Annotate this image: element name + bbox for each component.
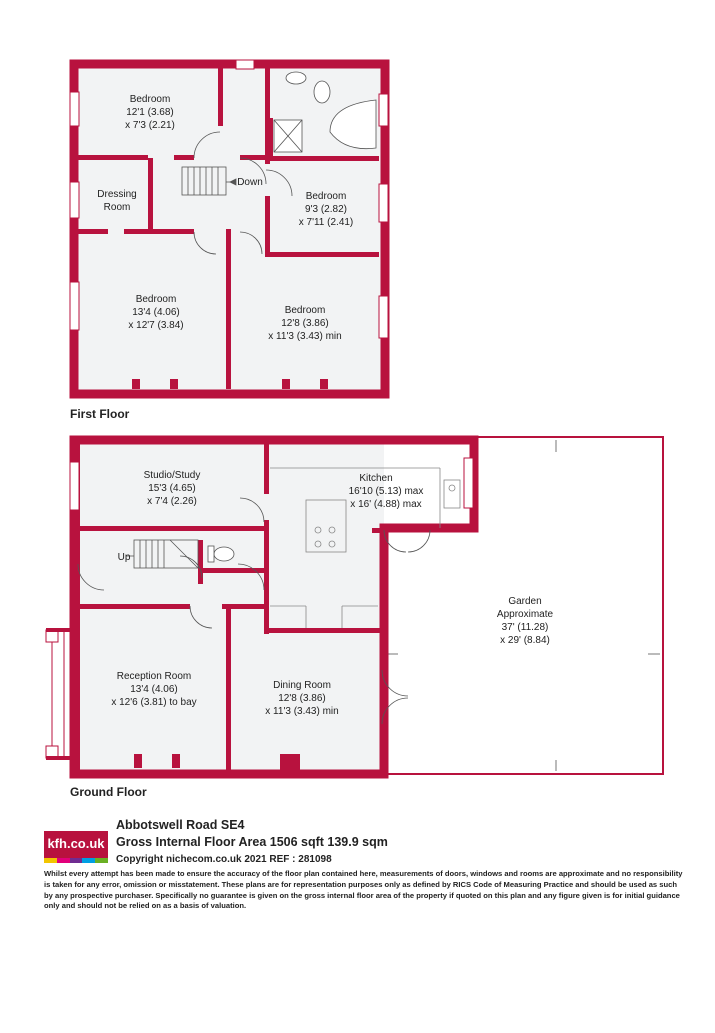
bedroom-3-dim-2: x 12'7 (3.84) <box>128 320 183 331</box>
ground-floor-doors <box>77 497 431 725</box>
ground-floor-label: Ground Floor <box>70 785 147 799</box>
bay-window-walls <box>46 628 78 760</box>
first-floor-plan: Bedroom 12'1 (3.68) x 7'3 (2.21) Dressin… <box>69 59 390 421</box>
stairs-up-label: Up <box>118 552 131 563</box>
gross-internal-floor-area: Gross Internal Floor Area 1506 sqft 139.… <box>116 835 388 849</box>
studio-study-name: Studio/Study <box>144 470 201 481</box>
garden-dim-2: x 29' (8.84) <box>500 635 550 646</box>
studio-study-dim-1: 15'3 (4.65) <box>148 483 196 494</box>
bedroom-1-dim-2: x 7'3 (2.21) <box>125 120 175 131</box>
garden-name: Garden <box>508 596 541 607</box>
garden-dim-1: 37' (11.28) <box>502 622 549 633</box>
kitchen-fixtures <box>270 467 461 628</box>
first-floor-doors <box>193 131 293 255</box>
wc-fixture <box>207 545 235 563</box>
bedroom-1-dim-1: 12'1 (3.68) <box>126 107 174 118</box>
first-floor-windows <box>69 59 389 339</box>
first-floor-stairs <box>181 166 237 196</box>
reception-room-dim-1: 13'4 (4.06) <box>130 684 178 695</box>
kfh-logo[interactable]: kfh.co.uk <box>44 831 108 863</box>
first-floor-radiators <box>132 379 328 389</box>
ground-floor-internal-walls <box>78 442 384 772</box>
bedroom-1-name: Bedroom <box>130 94 171 105</box>
ground-floor-plan: Studio/Study 15'3 (4.65) x 7'4 (2.26) Ki… <box>45 435 664 799</box>
bedroom-4-name: Bedroom <box>285 305 326 316</box>
reception-room-name: Reception Room <box>117 671 191 682</box>
bedroom-2-dim-1: 9'3 (2.82) <box>305 204 347 215</box>
logo-color-strip <box>44 858 108 863</box>
kitchen-dim-2: x 16' (4.88) max <box>350 499 421 510</box>
copyright-ref: Copyright nichecom.co.uk 2021 REF : 2810… <box>116 854 332 865</box>
bedroom-4-dim-1: 12'8 (3.86) <box>281 318 329 329</box>
bedroom-3-name: Bedroom <box>136 294 177 305</box>
ground-floor-left-wall <box>74 440 80 774</box>
first-floor-outer-wall <box>69 59 390 399</box>
bedroom-3-dim-1: 13'4 (4.06) <box>132 307 180 318</box>
bathroom-fixtures <box>273 71 377 153</box>
garden-outline <box>386 436 664 775</box>
bedroom-2-dim-2: x 7'11 (2.41) <box>299 217 354 228</box>
stairs-down-label: Down <box>237 177 263 188</box>
studio-study-dim-2: x 7'4 (2.26) <box>147 496 197 507</box>
logo-text: kfh.co.uk <box>47 836 105 851</box>
bedroom-4-dim-2: x 11'3 (3.43) min <box>268 331 341 342</box>
reception-room-dim-2: x 12'6 (3.81) to bay <box>111 697 196 708</box>
dressing-room-name: Dressing <box>97 189 136 200</box>
floor-plan-drawing: Bedroom 12'1 (3.68) x 7'3 (2.21) Dressin… <box>45 59 664 799</box>
ground-floor-radiators <box>134 658 384 770</box>
kitchen-name: Kitchen <box>359 473 392 484</box>
first-floor-label: First Floor <box>70 407 130 421</box>
disclaimer: Whilst every attempt has been made to en… <box>44 869 683 911</box>
kitchen-dim-1: 16'10 (5.13) max <box>349 486 424 497</box>
dining-room-name: Dining Room <box>273 680 331 691</box>
ground-floor-windows <box>45 457 474 759</box>
first-floor-internal-walls <box>78 66 379 389</box>
property-address: Abbotswell Road SE4 <box>116 818 245 832</box>
bedroom-2-name: Bedroom <box>306 191 347 202</box>
dining-room-dim-2: x 11'3 (3.43) min <box>265 706 338 717</box>
ground-floor-stairs <box>126 539 199 569</box>
dining-room-dim-1: 12'8 (3.86) <box>278 693 326 704</box>
garden-name-2: Approximate <box>497 609 554 620</box>
dressing-room-name-2: Room <box>104 202 131 213</box>
